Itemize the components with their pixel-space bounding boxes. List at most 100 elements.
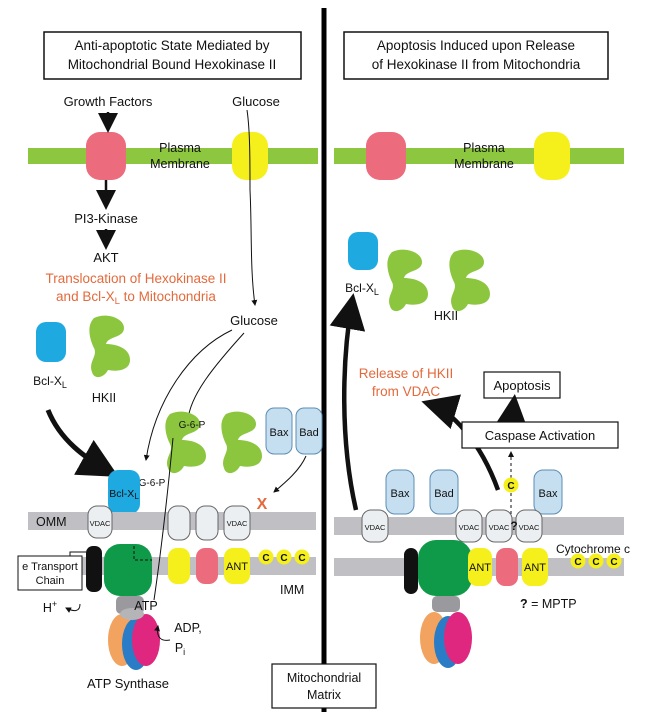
hkii-released-1 xyxy=(387,249,428,312)
hkii-released-2 xyxy=(449,249,490,312)
bcl-xl-label-right: Bcl-XL xyxy=(345,281,379,297)
left-title-line1: Anti-apoptotic State Mediated by xyxy=(74,38,269,53)
svg-text:C: C xyxy=(592,557,599,568)
membrane-label-left: Membrane xyxy=(150,157,210,171)
right-title-line2: of Hexokinase II from Mitochondria xyxy=(372,57,581,72)
cytochrome-c-right: C C C xyxy=(570,553,622,569)
translocation-line1: Translocation of Hexokinase II xyxy=(45,271,226,286)
g6p-label-a: G-6-P xyxy=(179,420,206,431)
right-title-box: Apoptosis Induced upon Release of Hexoki… xyxy=(343,31,609,80)
bcl-release-arrow xyxy=(329,293,366,511)
atp-label: ATP xyxy=(134,599,157,613)
bcl-xl-released xyxy=(348,232,378,270)
bcl-xl-cytosolic xyxy=(36,322,66,362)
vdac-left-4 xyxy=(223,505,251,541)
atp-to-hk-arrow xyxy=(153,437,174,601)
hkii-bound-2 xyxy=(221,411,262,474)
svg-text:VDAC: VDAC xyxy=(489,523,510,532)
vdac-right-4 xyxy=(515,509,543,543)
e-transport-line2: Chain xyxy=(36,575,65,587)
left-title-box: Anti-apoptotic State Mediated by Mitocho… xyxy=(43,31,302,80)
e-transport-box xyxy=(17,555,83,591)
svg-text:C: C xyxy=(610,557,617,568)
omm-label: OMM xyxy=(36,515,67,529)
vdac-left-1 xyxy=(87,505,113,539)
vdac-right-1 xyxy=(361,509,389,543)
adp-label: ADP, xyxy=(174,621,202,635)
hplus-label: H+ xyxy=(43,599,57,615)
translocation-line2: and Bcl-XL to Mitochondria xyxy=(56,289,216,307)
glucose-transporter-right xyxy=(534,132,570,180)
bax-label-right-2: Bax xyxy=(539,488,558,500)
mptp-legend: ? = MPTP xyxy=(520,597,577,611)
etc-connector xyxy=(69,551,86,556)
svg-text:ANT: ANT xyxy=(524,562,546,574)
svg-text:VDAC: VDAC xyxy=(459,523,480,532)
vdac-label-4: VDAC xyxy=(227,519,248,528)
caspase-to-apoptosis-arrow xyxy=(495,394,528,428)
release-line2: from VDAC xyxy=(372,384,441,399)
bad-right xyxy=(429,469,459,515)
ant-label-left: ANT xyxy=(226,561,248,573)
glucose-top-label: Glucose xyxy=(232,94,280,109)
bcl-xl-bound-label: Bcl-XL xyxy=(109,488,139,501)
plasma-label-right: Plasma xyxy=(463,141,505,155)
ant-right-1 xyxy=(468,548,492,586)
hkii-cytosolic xyxy=(89,315,130,378)
bax-bad-arrow xyxy=(273,455,307,493)
pi-label: Pi xyxy=(175,641,185,657)
atp-synthase-right xyxy=(404,540,472,668)
matrix-box xyxy=(271,663,377,709)
svg-text:ANT: ANT xyxy=(469,562,491,574)
release-line1: Release of HKII xyxy=(359,366,454,381)
glucose-arrow-left xyxy=(143,329,233,461)
imm-label: IMM xyxy=(280,583,304,597)
glucose-transport-arrow xyxy=(246,109,258,306)
membrane-label-right: Membrane xyxy=(454,157,514,171)
vdac-right-3 xyxy=(485,509,513,543)
bax-label-left: Bax xyxy=(270,427,289,439)
atp-synthase-label: ATP Synthase xyxy=(87,676,169,691)
hkii-label-left: HKII xyxy=(92,391,116,405)
e-transport-line1: e Transport xyxy=(22,561,78,573)
svg-text:C: C xyxy=(280,553,287,564)
cyt-c-released xyxy=(503,477,519,493)
vdac-left-2 xyxy=(167,505,191,541)
adp-arrow xyxy=(154,625,171,641)
proton-arrow xyxy=(65,603,81,613)
svg-text:C: C xyxy=(507,481,514,492)
growth-factor-receptor xyxy=(86,132,126,180)
left-title-line2: Mitochondrial Bound Hexokinase II xyxy=(68,57,277,72)
bad-label-left: Bad xyxy=(299,427,319,439)
matrix-line1: Mitochondrial xyxy=(287,671,361,685)
pi3k-label: PI3-Kinase xyxy=(74,211,138,226)
svg-text:C: C xyxy=(262,553,269,564)
vdac-left-3 xyxy=(195,505,219,541)
svg-text:C: C xyxy=(298,553,305,564)
svg-text:C: C xyxy=(574,557,581,568)
g6p-label-b: G-6-P xyxy=(139,478,166,489)
atp-synthase-left xyxy=(86,544,160,670)
bax-right-2 xyxy=(533,469,563,515)
proton-path xyxy=(133,546,152,561)
svg-text:VDAC: VDAC xyxy=(365,523,386,532)
matrix-line2: Matrix xyxy=(307,688,342,702)
hkii-label-right: HKII xyxy=(434,309,458,323)
mptp-question: ? xyxy=(510,519,517,533)
svg-text:VDAC: VDAC xyxy=(519,523,540,532)
vdac-label-1: VDAC xyxy=(90,519,111,528)
plasma-label-left: Plasma xyxy=(159,141,201,155)
cypd-left xyxy=(196,548,218,584)
caspase-box xyxy=(461,421,619,449)
akt-label: AKT xyxy=(93,250,118,265)
growth-factors-label: Growth Factors xyxy=(64,94,153,109)
bax-label-right-1: Bax xyxy=(391,488,410,500)
bax-right-1 xyxy=(385,469,415,515)
bad-left xyxy=(295,407,323,455)
block-x-mark: X xyxy=(257,496,268,513)
translocation-arrow xyxy=(45,409,119,477)
cypd-right xyxy=(496,548,518,586)
growth-factor-receptor-right xyxy=(366,132,406,180)
ant-left-1 xyxy=(168,548,190,584)
